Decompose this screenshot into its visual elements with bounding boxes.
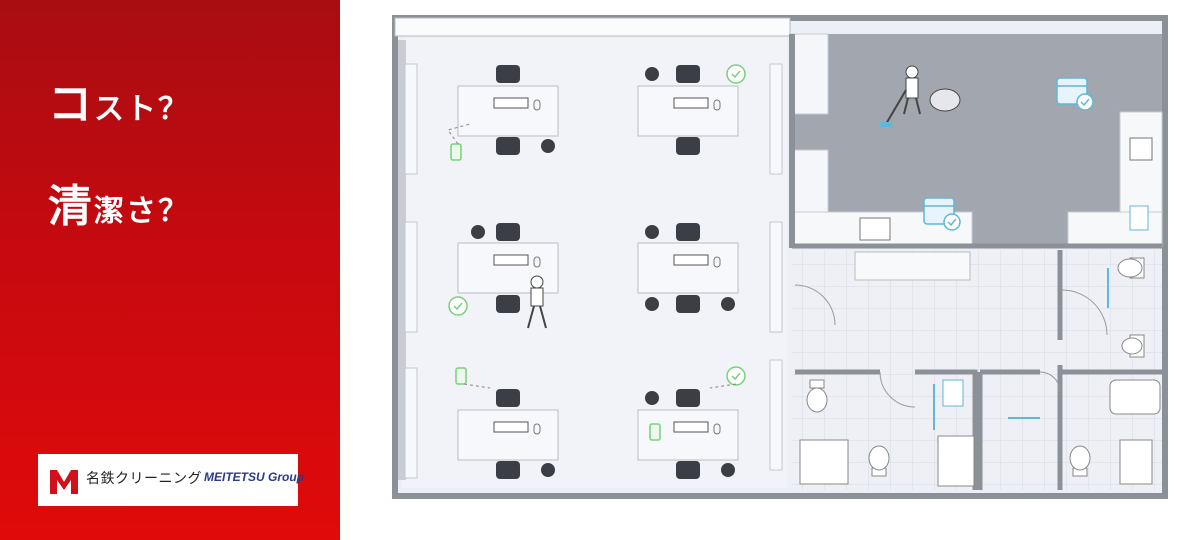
headline-cleanliness: 清潔さ？ <box>48 170 190 234</box>
floor-plan-illustration <box>392 15 1168 499</box>
checkmark-icon <box>726 64 746 84</box>
trash-bin-icon <box>1129 205 1149 231</box>
headline-cost-rest: スト？ <box>94 92 190 127</box>
headline-cleanliness-rest: 潔さ？ <box>94 194 190 229</box>
cleaning-staff-figure <box>527 275 547 329</box>
logo-company-name: 名鉄クリーニング <box>86 471 202 487</box>
promo-panel: コスト？ 清潔さ？ 名鉄クリーニング MEITETSU Group <box>0 0 340 540</box>
office-desks <box>457 65 739 479</box>
vacuum-cleaner-icon <box>880 65 961 127</box>
checkmark-icon <box>448 296 468 316</box>
logo-group-name: MEITETSU Group <box>204 470 304 484</box>
headline-cleanliness-first-char: 清 <box>48 181 94 232</box>
dark-room-floor <box>792 34 1162 246</box>
company-logo[interactable]: 名鉄クリーニング MEITETSU Group <box>38 454 304 506</box>
spray-bottle-icon <box>450 143 661 441</box>
headline-cost-first-char: コ <box>48 79 94 130</box>
trash-bin-icon <box>942 379 964 407</box>
checkmark-icon <box>726 366 746 386</box>
logo-mark-icon <box>50 470 78 494</box>
headline-cost: コスト？ <box>48 68 190 132</box>
